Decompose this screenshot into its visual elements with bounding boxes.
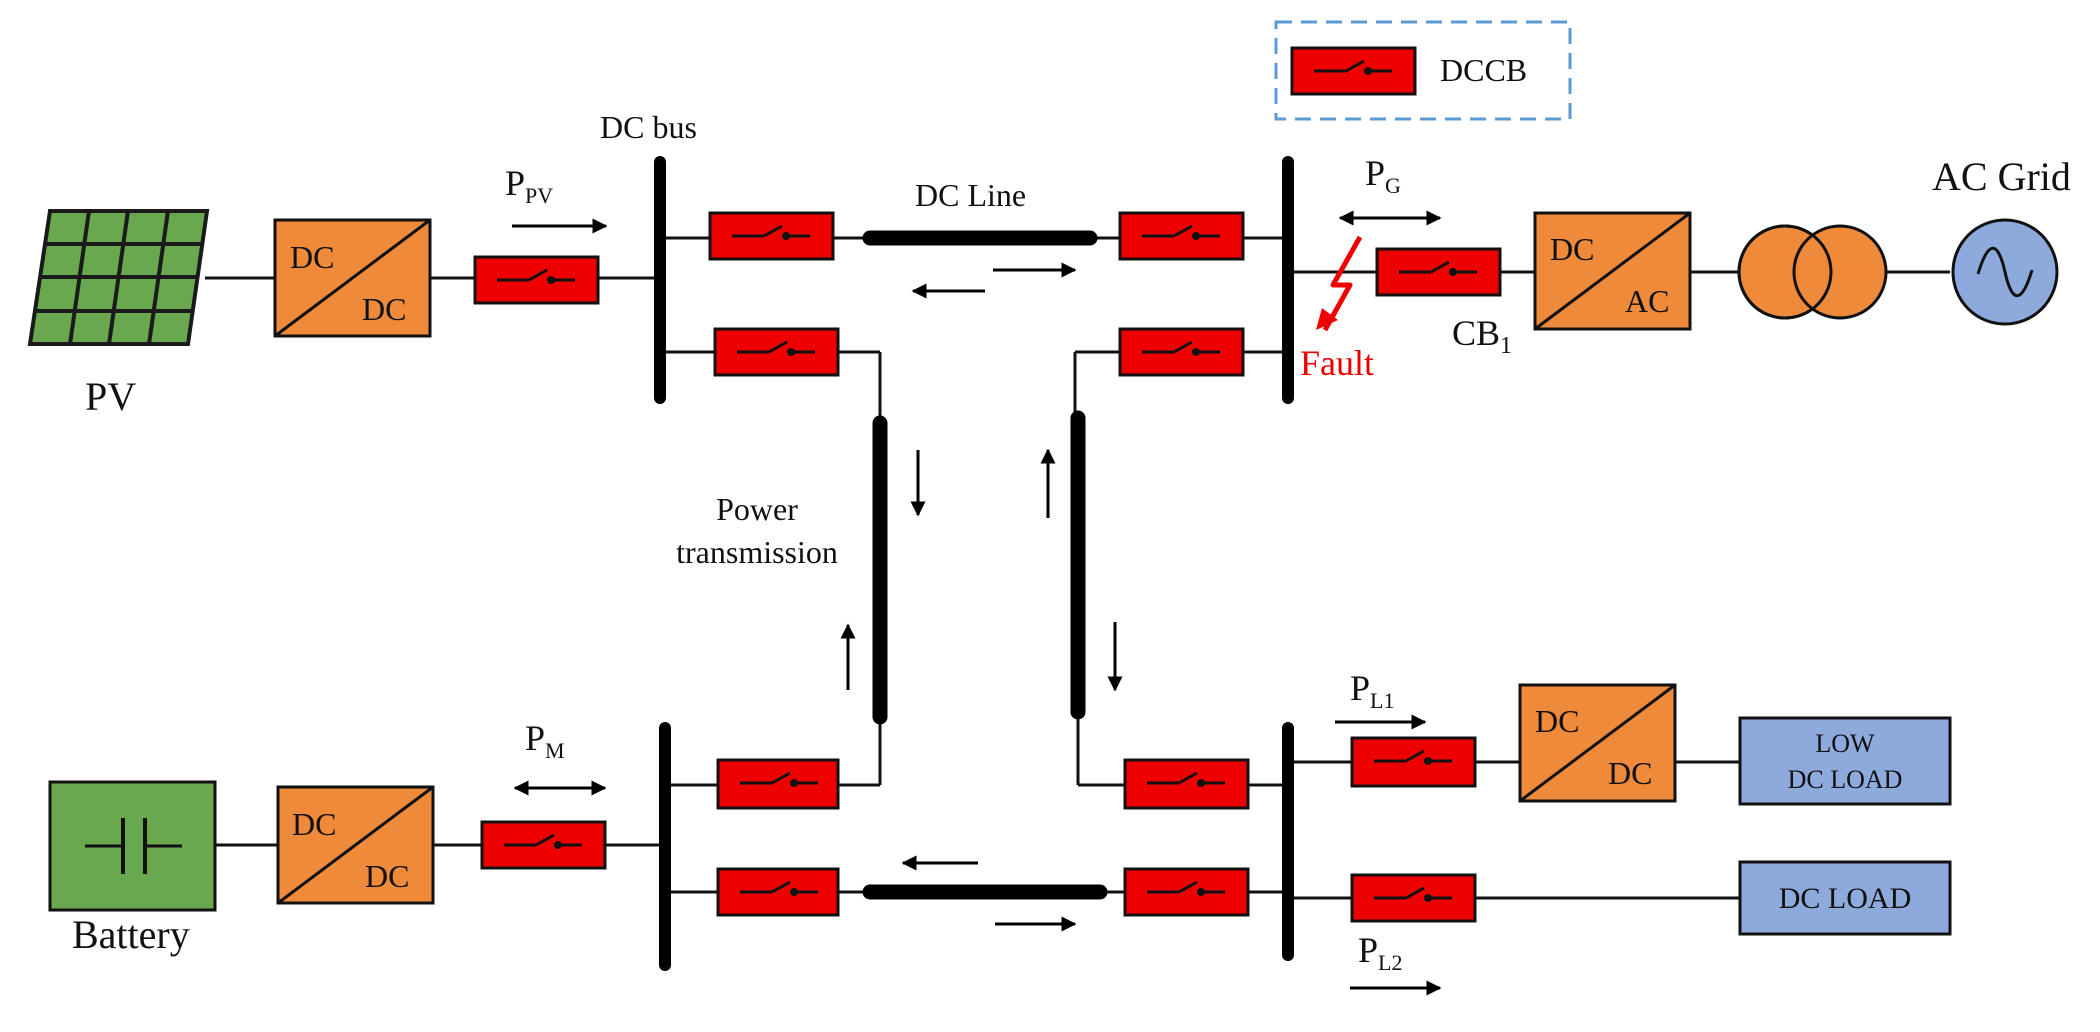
p-l2-label: PL2	[1358, 930, 1402, 975]
cb1-label: CB1	[1452, 313, 1512, 359]
converter-grid-dcac: DC AC	[1533, 211, 1692, 331]
battery-icon	[48, 780, 217, 912]
transformer-icon	[1737, 224, 1888, 320]
converter-battery-top: DC	[292, 806, 336, 842]
fault-label: Fault	[1300, 343, 1374, 383]
power-transmission-label-2: transmission	[676, 534, 838, 570]
dc-line-label: DC Line	[915, 177, 1026, 213]
converter-pv-bottom: DC	[362, 291, 406, 327]
p-m-label: PM	[525, 718, 565, 763]
dccb-bus2-vertical	[1118, 327, 1245, 377]
dccb-bus2-line-top	[1118, 211, 1245, 261]
dccb-load-dc	[1350, 873, 1477, 923]
dc-load-box: DC LOAD	[1738, 860, 1952, 936]
dccb-bus4-line-bottom	[1123, 867, 1250, 917]
dccb-bus3-vertical	[716, 758, 840, 810]
legend-dccb-symbol	[1290, 46, 1417, 96]
converter-battery-bottom: DC	[365, 858, 409, 894]
p-g-label: PG	[1365, 153, 1401, 198]
p-pv-label: PPV	[505, 163, 553, 208]
dccb-bus4-vertical	[1123, 758, 1250, 810]
dccb-pv	[473, 255, 600, 305]
converter-pv-dcdc: DC DC	[273, 218, 432, 338]
pv-label: PV	[85, 374, 136, 419]
converter-battery-dcdc: DC DC	[276, 785, 435, 905]
ac-source-icon	[1951, 218, 2059, 326]
dccb-bus1-line-top	[708, 211, 835, 261]
converter-pv-top: DC	[290, 239, 334, 275]
converter-load-bottom: DC	[1608, 755, 1652, 791]
converter-grid-top: DC	[1550, 231, 1594, 267]
dccb-bus1-vertical	[713, 327, 840, 377]
dccb-battery	[480, 820, 607, 870]
p-l1-label: PL1	[1350, 668, 1394, 713]
legend-box	[1274, 20, 1572, 121]
converter-load-top: DC	[1535, 703, 1579, 739]
low-dc-load-box: LOW DC LOAD	[1738, 716, 1952, 806]
converter-grid-bottom: AC	[1625, 283, 1669, 319]
low-dc-load-line2: DC LOAD	[1788, 765, 1903, 794]
converter-load-dcdc: DC DC	[1518, 683, 1677, 803]
ac-grid-label: AC Grid	[1932, 154, 2071, 199]
dc-bus-label: DC bus	[600, 109, 697, 145]
fault-lightning-icon	[1316, 235, 1363, 332]
dccb-load-low	[1350, 736, 1477, 788]
power-transmission-label-1: Power	[716, 491, 798, 527]
pv-panel-icon	[27, 209, 210, 346]
dc-load-label: DC LOAD	[1779, 882, 1912, 915]
dccb-bus3-line-bottom	[716, 867, 840, 917]
low-dc-load-line1: LOW	[1815, 729, 1875, 758]
legend-dccb-label: DCCB	[1440, 52, 1527, 88]
battery-label: Battery	[72, 912, 190, 957]
dccb-cb1-grid	[1375, 247, 1502, 297]
power-flow-arrows	[512, 210, 1442, 996]
